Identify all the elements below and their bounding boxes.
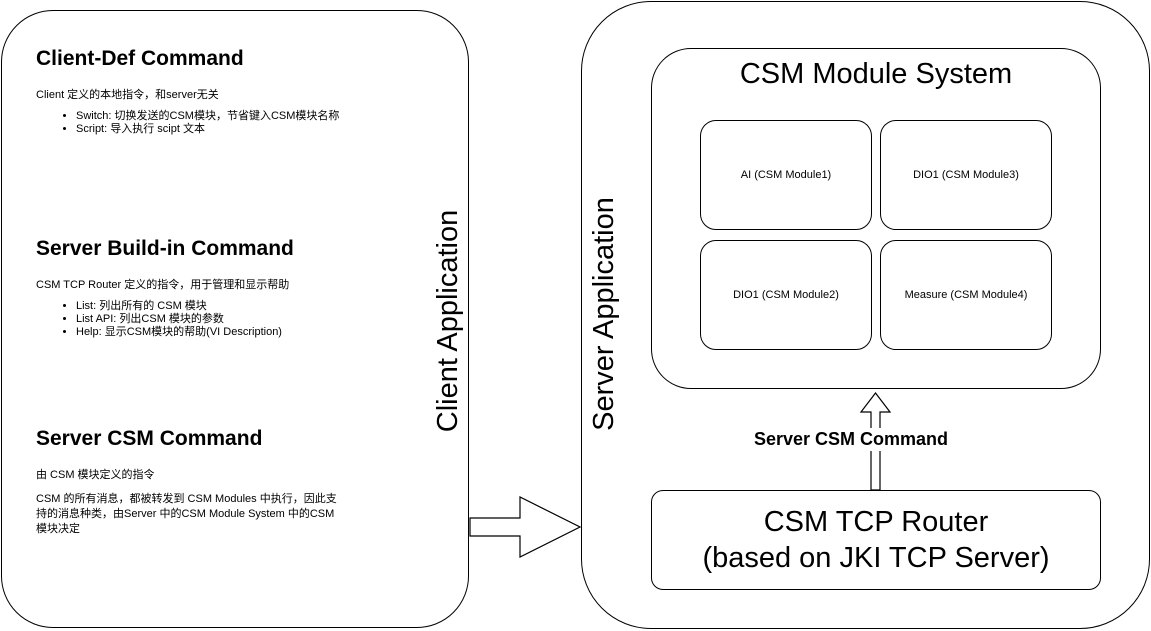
server-csm-desc2-line: 持的消息种类，由Server 中的CSM Module System 中的CSM xyxy=(36,508,335,520)
server-csm-desc2: CSM 的所有消息，都被转发到 CSM Modules 中执行，因此支 持的消息… xyxy=(36,492,456,537)
server-csm-desc2-line: 模块决定 xyxy=(36,523,80,535)
list-item: Switch: 切换发送的CSM模块，节省键入CSM模块名称 xyxy=(76,110,456,123)
server-csm-command-label: Server CSM Command xyxy=(722,428,980,451)
csm-module-3: DIO1 (CSM Module3) xyxy=(880,120,1052,230)
list-item: List API: 列出CSM 模块的参数 xyxy=(76,313,456,326)
csm-tcp-router-box: CSM TCP Router (based on JKI TCP Server) xyxy=(651,490,1101,590)
server-buildin-list: List: 列出所有的 CSM 模块 List API: 列出CSM 模块的参数… xyxy=(36,300,456,339)
module-label: AI (CSM Module1) xyxy=(740,169,832,181)
module-label: DIO1 (CSM Module2) xyxy=(733,289,839,301)
list-item: Help: 显示CSM模块的帮助(VI Description) xyxy=(76,326,456,339)
server-csm-section: Server CSM Command 由 CSM 模块定义的指令 CSM 的所有… xyxy=(36,427,456,537)
csm-module-1: AI (CSM Module1) xyxy=(700,120,872,230)
server-buildin-section: Server Build-in Command CSM TCP Router 定… xyxy=(36,237,456,339)
client-def-title: Client-Def Command xyxy=(36,47,244,70)
client-def-section: Client-Def Command Client 定义的本地指令，和serve… xyxy=(36,47,456,136)
client-def-list: Switch: 切换发送的CSM模块，节省键入CSM模块名称 Script: 导… xyxy=(36,110,456,136)
server-csm-desc: 由 CSM 模块定义的指令 xyxy=(36,469,155,481)
list-item: List: 列出所有的 CSM 模块 xyxy=(76,300,456,313)
client-def-desc: Client 定义的本地指令，和server无关 xyxy=(36,89,219,101)
server-csm-desc2-line: CSM 的所有消息，都被转发到 CSM Modules 中执行，因此支 xyxy=(36,493,337,505)
list-item: Script: 导入执行 scipt 文本 xyxy=(76,123,456,136)
server-buildin-title: Server Build-in Command xyxy=(36,237,294,260)
router-subtitle: (based on JKI TCP Server) xyxy=(702,542,1050,574)
csm-module-4: Measure (CSM Module4) xyxy=(880,240,1052,350)
module-label: DIO1 (CSM Module3) xyxy=(913,169,1019,181)
module-label: Measure (CSM Module4) xyxy=(904,289,1028,301)
client-to-server-arrow xyxy=(469,496,582,558)
csm-module-system-title: CSM Module System xyxy=(739,58,1013,90)
server-buildin-desc: CSM TCP Router 定义的指令，用于管理和显示帮助 xyxy=(36,279,290,291)
csm-module-2: DIO1 (CSM Module2) xyxy=(700,240,872,350)
server-csm-title: Server CSM Command xyxy=(36,427,263,450)
router-title: CSM TCP Router xyxy=(763,506,989,538)
client-application-box xyxy=(1,10,469,628)
